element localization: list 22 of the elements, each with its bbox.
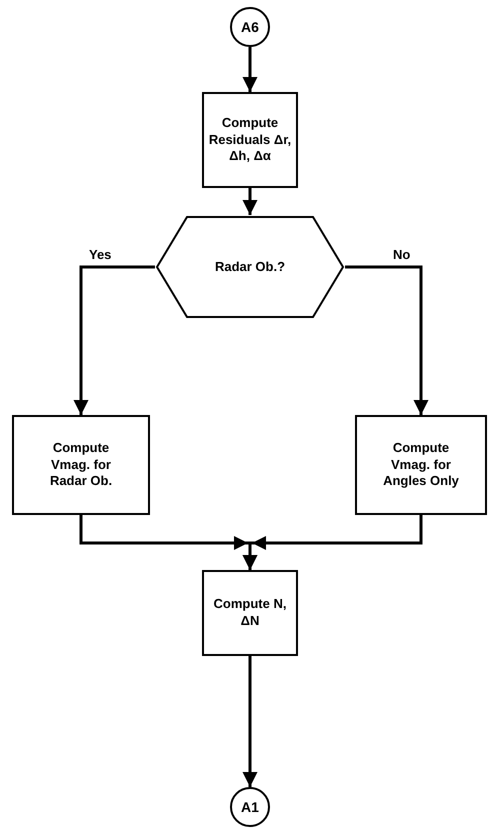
node-text: A6 [241, 18, 259, 36]
node-text: Compute Residuals Δr, Δh, Δα [208, 114, 292, 166]
node-text: Compute Vmag. for Angles Only [382, 440, 460, 490]
process-box [12, 415, 150, 515]
arrow [242, 188, 258, 215]
arrow [345, 266, 428, 415]
arrow [242, 47, 258, 92]
node-text: Radar Ob.? [214, 258, 286, 276]
process-box [202, 570, 298, 656]
arrow [242, 515, 422, 570]
node-text: Compute N, ΔN [212, 596, 288, 630]
process-box [202, 92, 298, 188]
edge-label: Yes [87, 247, 114, 262]
process-box [355, 415, 487, 515]
node-text: A1 [241, 798, 259, 816]
connector-circle [230, 787, 270, 827]
connector-circle [230, 7, 270, 47]
edge-label: No [391, 247, 412, 262]
arrow [74, 266, 155, 415]
node-text: Compute Vmag. for Radar Ob. [48, 440, 114, 490]
decision-hexagon [155, 215, 345, 319]
arrow [242, 656, 258, 787]
